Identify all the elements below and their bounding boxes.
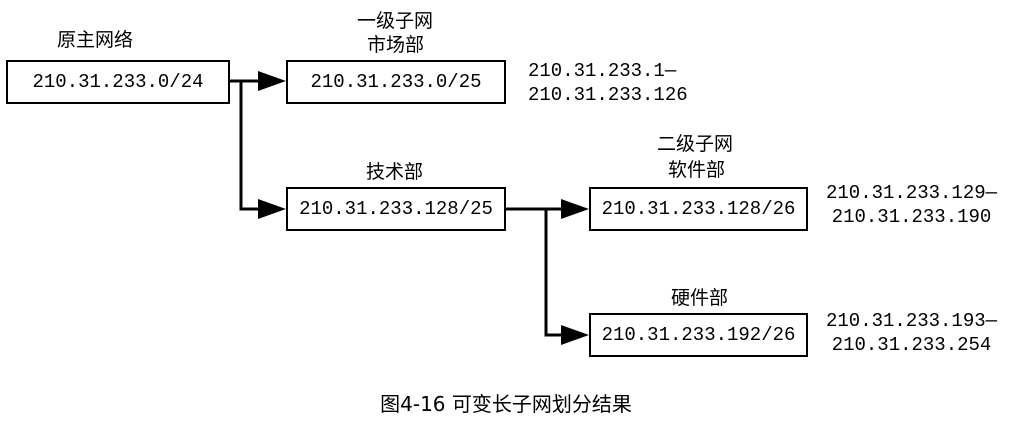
level2-subnet-title: 二级子网 — [657, 133, 734, 155]
arrow-original-to-tech — [239, 81, 274, 211]
software-dept-box: 210.31.233.128/26 — [589, 187, 808, 231]
arrowhead-hardware — [561, 325, 589, 345]
software-range: 210.31.233.129— 210.31.233.190 — [826, 181, 997, 229]
tech-dept-title: 技术部 — [366, 161, 424, 183]
original-network-title: 原主网络 — [57, 29, 134, 51]
market-range-end: 210.31.233.126 — [528, 84, 688, 106]
market-dept-box: 210.31.233.0/25 — [286, 60, 506, 104]
arrow-tech-to-hardware — [544, 209, 577, 337]
market-range: 210.31.233.1— 210.31.233.126 — [528, 59, 688, 107]
original-network-box: 210.31.233.0/24 — [6, 60, 230, 104]
software-range-end: 210.31.233.190 — [831, 206, 992, 228]
hardware-range-start: 210.31.233.193— — [826, 310, 998, 332]
hardware-range: 210.31.233.193— 210.31.233.254 — [826, 309, 997, 357]
tech-dept-box: 210.31.233.128/25 — [286, 187, 506, 231]
arrowhead-software — [561, 199, 589, 219]
hardware-dept-title: 硬件部 — [671, 287, 729, 309]
software-dept-title: 软件部 — [668, 159, 726, 181]
software-range-start: 210.31.233.129— — [826, 182, 998, 204]
arrowhead-tech — [258, 199, 286, 219]
market-range-start: 210.31.233.1— — [528, 60, 677, 82]
figure-caption: 图4-16 可变长子网划分结果 — [380, 392, 632, 416]
arrowhead-market — [258, 71, 286, 91]
hardware-dept-box: 210.31.233.192/26 — [589, 313, 808, 357]
market-dept-title: 市场部 — [367, 34, 425, 56]
level1-subnet-title: 一级子网 — [357, 10, 434, 32]
hardware-range-end: 210.31.233.254 — [831, 334, 992, 356]
